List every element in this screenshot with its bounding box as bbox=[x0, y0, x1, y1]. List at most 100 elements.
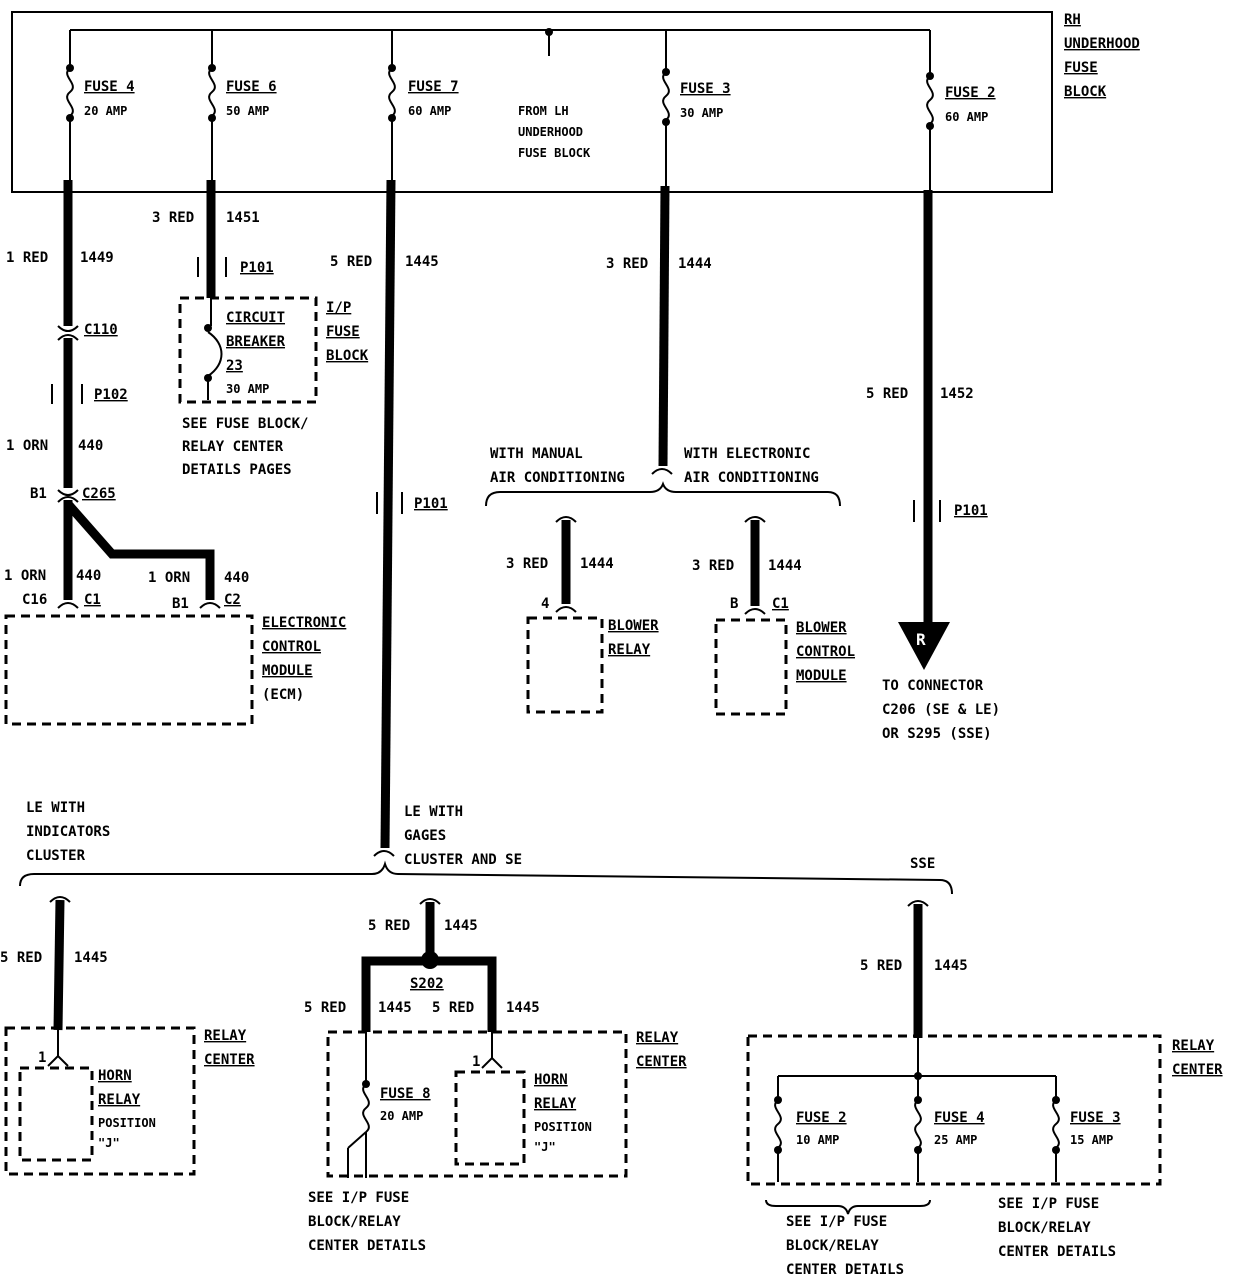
see-ip-mid-1: SEE I/P FUSE bbox=[308, 1190, 409, 1206]
horn-relay-left-line2: RELAY bbox=[98, 1092, 141, 1108]
fuse-2-name: FUSE 2 bbox=[945, 85, 996, 101]
connector-p101-a: P101 bbox=[240, 260, 274, 276]
blower-module-line3: MODULE bbox=[796, 668, 847, 684]
wire-1445-left-size: 5 RED bbox=[0, 950, 42, 966]
blower-module-circuit: 3 RED 1444 B C1 BLOWER CONTROL MODULE bbox=[692, 516, 855, 716]
horn-circuit-middle: 5 RED 1445 S202 5 RED 1445 5 RED 1445 RE… bbox=[304, 898, 687, 1254]
fuse-3-name: FUSE 3 bbox=[680, 81, 731, 97]
wire-1445-size: 5 RED bbox=[330, 254, 372, 270]
relay-center-mid-1: RELAY bbox=[636, 1030, 679, 1046]
wire-1452-circuit: 1452 bbox=[940, 386, 974, 402]
wire-1444-relay-size: 3 RED bbox=[506, 556, 548, 572]
see-ip-right-1: SEE I/P FUSE bbox=[998, 1196, 1099, 1212]
wire-440-circuit-a: 440 bbox=[78, 438, 103, 454]
horn-relay-mid-box bbox=[454, 1070, 526, 1166]
connector-p101-b: P101 bbox=[414, 496, 448, 512]
circuit-1452: 5 RED 1452 P101 R TO CONNECTOR C206 (SE … bbox=[866, 190, 1000, 742]
see-ip-mid-3: CENTER DETAILS bbox=[308, 1238, 426, 1254]
fuse-4: FUSE 4 20 AMP bbox=[66, 30, 135, 180]
wire-1452-size: 5 RED bbox=[866, 386, 908, 402]
relay-center-left-box bbox=[4, 1026, 196, 1176]
branch-right-label: SSE bbox=[910, 856, 935, 872]
ac-electronic-line2: AIR CONDITIONING bbox=[684, 470, 819, 486]
wire-440-size-c: 1 ORN bbox=[148, 570, 190, 586]
fuse-block-label-1: RH bbox=[1064, 12, 1081, 28]
circuit-breaker-box bbox=[178, 296, 318, 404]
see-ip-sse-1: SEE I/P FUSE bbox=[786, 1214, 887, 1230]
horn-relay-left-line1: HORN bbox=[98, 1068, 132, 1084]
circuit-1445-main: 5 RED 1445 P101 bbox=[330, 179, 448, 857]
blower-module-box bbox=[714, 618, 788, 716]
sse-fuse-4-name: FUSE 4 bbox=[934, 1110, 985, 1126]
wire-1445-right-circuit: 1445 bbox=[934, 958, 968, 974]
see-ip-sse-3: CENTER DETAILS bbox=[786, 1262, 904, 1278]
circuit-1444: 3 RED 1444 WITH MANUAL AIR CONDITIONING … bbox=[485, 185, 841, 507]
fuse-block-label-2: UNDERHOOD bbox=[1064, 36, 1140, 52]
wire-1444-module-circuit: 1444 bbox=[768, 558, 802, 574]
underhood-fuse-block: FROM LH UNDERHOOD FUSE BLOCK RH UNDERHOO… bbox=[11, 11, 1140, 193]
relay-center-right-2: CENTER bbox=[1172, 1062, 1223, 1078]
branch-left-line3: CLUSTER bbox=[26, 848, 86, 864]
blower-module-line2: CONTROL bbox=[796, 644, 855, 660]
wire-440-size-a: 1 ORN bbox=[6, 438, 48, 454]
splice-s202-label: S202 bbox=[410, 976, 444, 992]
wire-1444-module-size: 3 RED bbox=[692, 558, 734, 574]
branch-middle-line3: CLUSTER AND SE bbox=[404, 852, 522, 868]
blower-module-pin: B bbox=[730, 596, 738, 612]
fuse-7-name: FUSE 7 bbox=[408, 79, 459, 95]
fuse-8-name: FUSE 8 bbox=[380, 1086, 431, 1102]
sse-circuit: 5 RED 1445 RELAY CENTER FUSE 2 10 AMP FU… bbox=[746, 900, 1223, 1278]
wire-440-size-b: 1 ORN bbox=[4, 568, 46, 584]
ecm-line1: ELECTRONIC bbox=[262, 615, 346, 631]
fuse-6-rating: 50 AMP bbox=[226, 104, 269, 118]
wire-440-circuit-b: 440 bbox=[76, 568, 101, 584]
horn-left-pin: 1 bbox=[38, 1050, 46, 1066]
horn-relay-mid-pos-value: "J" bbox=[534, 1140, 556, 1154]
lower-branch: LE WITH INDICATORS CLUSTER LE WITH GAGES… bbox=[19, 800, 953, 895]
wire-1449-circuit: 1449 bbox=[80, 250, 114, 266]
ac-manual-line1: WITH MANUAL bbox=[490, 446, 583, 462]
wire-1445-s202-right-size: 5 RED bbox=[432, 1000, 474, 1016]
see-ip-right-2: BLOCK/RELAY bbox=[998, 1220, 1091, 1236]
wire-1445-right-size: 5 RED bbox=[860, 958, 902, 974]
ecm-line3: MODULE bbox=[262, 663, 313, 679]
horn-relay-mid-position: POSITION bbox=[534, 1120, 592, 1134]
connector-c110: C110 bbox=[84, 322, 118, 338]
wire-1449-size: 1 RED bbox=[6, 250, 48, 266]
fuse-block-label-4: BLOCK bbox=[1064, 84, 1107, 100]
ac-manual-line2: AIR CONDITIONING bbox=[490, 470, 625, 486]
feed-note-line1: FROM LH bbox=[518, 104, 569, 118]
branch-middle-line1: LE WITH bbox=[404, 804, 463, 820]
relay-center-mid-box bbox=[326, 1030, 628, 1178]
blower-relay-box bbox=[526, 616, 604, 714]
ecm-abbr: (ECM) bbox=[262, 687, 304, 703]
horn-relay-left-position: POSITION bbox=[98, 1116, 156, 1130]
sse-fuse-2-rating: 10 AMP bbox=[796, 1133, 839, 1147]
ecm-c2: C2 bbox=[224, 592, 241, 608]
lower-branch-brace bbox=[19, 860, 953, 895]
blower-module-connector: C1 bbox=[772, 596, 789, 612]
connector-ref-line1: TO CONNECTOR bbox=[882, 678, 984, 694]
fuse-7: FUSE 7 60 AMP bbox=[388, 30, 459, 180]
fuse-2-rating: 60 AMP bbox=[945, 110, 988, 124]
ecm-c1-pin: C16 bbox=[22, 592, 47, 608]
horn-circuit-left: 5 RED 1445 RELAY CENTER 1 HORN RELAY POS… bbox=[0, 896, 255, 1176]
connector-c265: C265 bbox=[82, 486, 116, 502]
circuit-1451: 3 RED 1451 P101 bbox=[152, 180, 274, 298]
blower-relay-line2: RELAY bbox=[608, 642, 651, 658]
ecm-line2: CONTROL bbox=[262, 639, 321, 655]
connector-p102: P102 bbox=[94, 387, 128, 403]
horn-relay-mid-line1: HORN bbox=[534, 1072, 568, 1088]
see-ip-mid-2: BLOCK/RELAY bbox=[308, 1214, 401, 1230]
relay-center-mid-2: CENTER bbox=[636, 1054, 687, 1070]
sse-fuse-3-rating: 15 AMP bbox=[1070, 1133, 1113, 1147]
fuse-6-name: FUSE 6 bbox=[226, 79, 277, 95]
ip-fuse-block-label-2: FUSE bbox=[326, 324, 360, 340]
fuse-6: FUSE 6 50 AMP bbox=[208, 30, 277, 180]
sse-fuse-brace bbox=[765, 1199, 931, 1215]
wire-1444-size: 3 RED bbox=[606, 256, 648, 272]
relay-center-left-1: RELAY bbox=[204, 1028, 247, 1044]
branch-middle-line2: GAGES bbox=[404, 828, 446, 844]
wire-1445-s202-left-circuit: 1445 bbox=[378, 1000, 412, 1016]
circuit-1449: 1 RED 1449 C110 P102 1 ORN 440 B1 C265 1… bbox=[4, 180, 249, 612]
